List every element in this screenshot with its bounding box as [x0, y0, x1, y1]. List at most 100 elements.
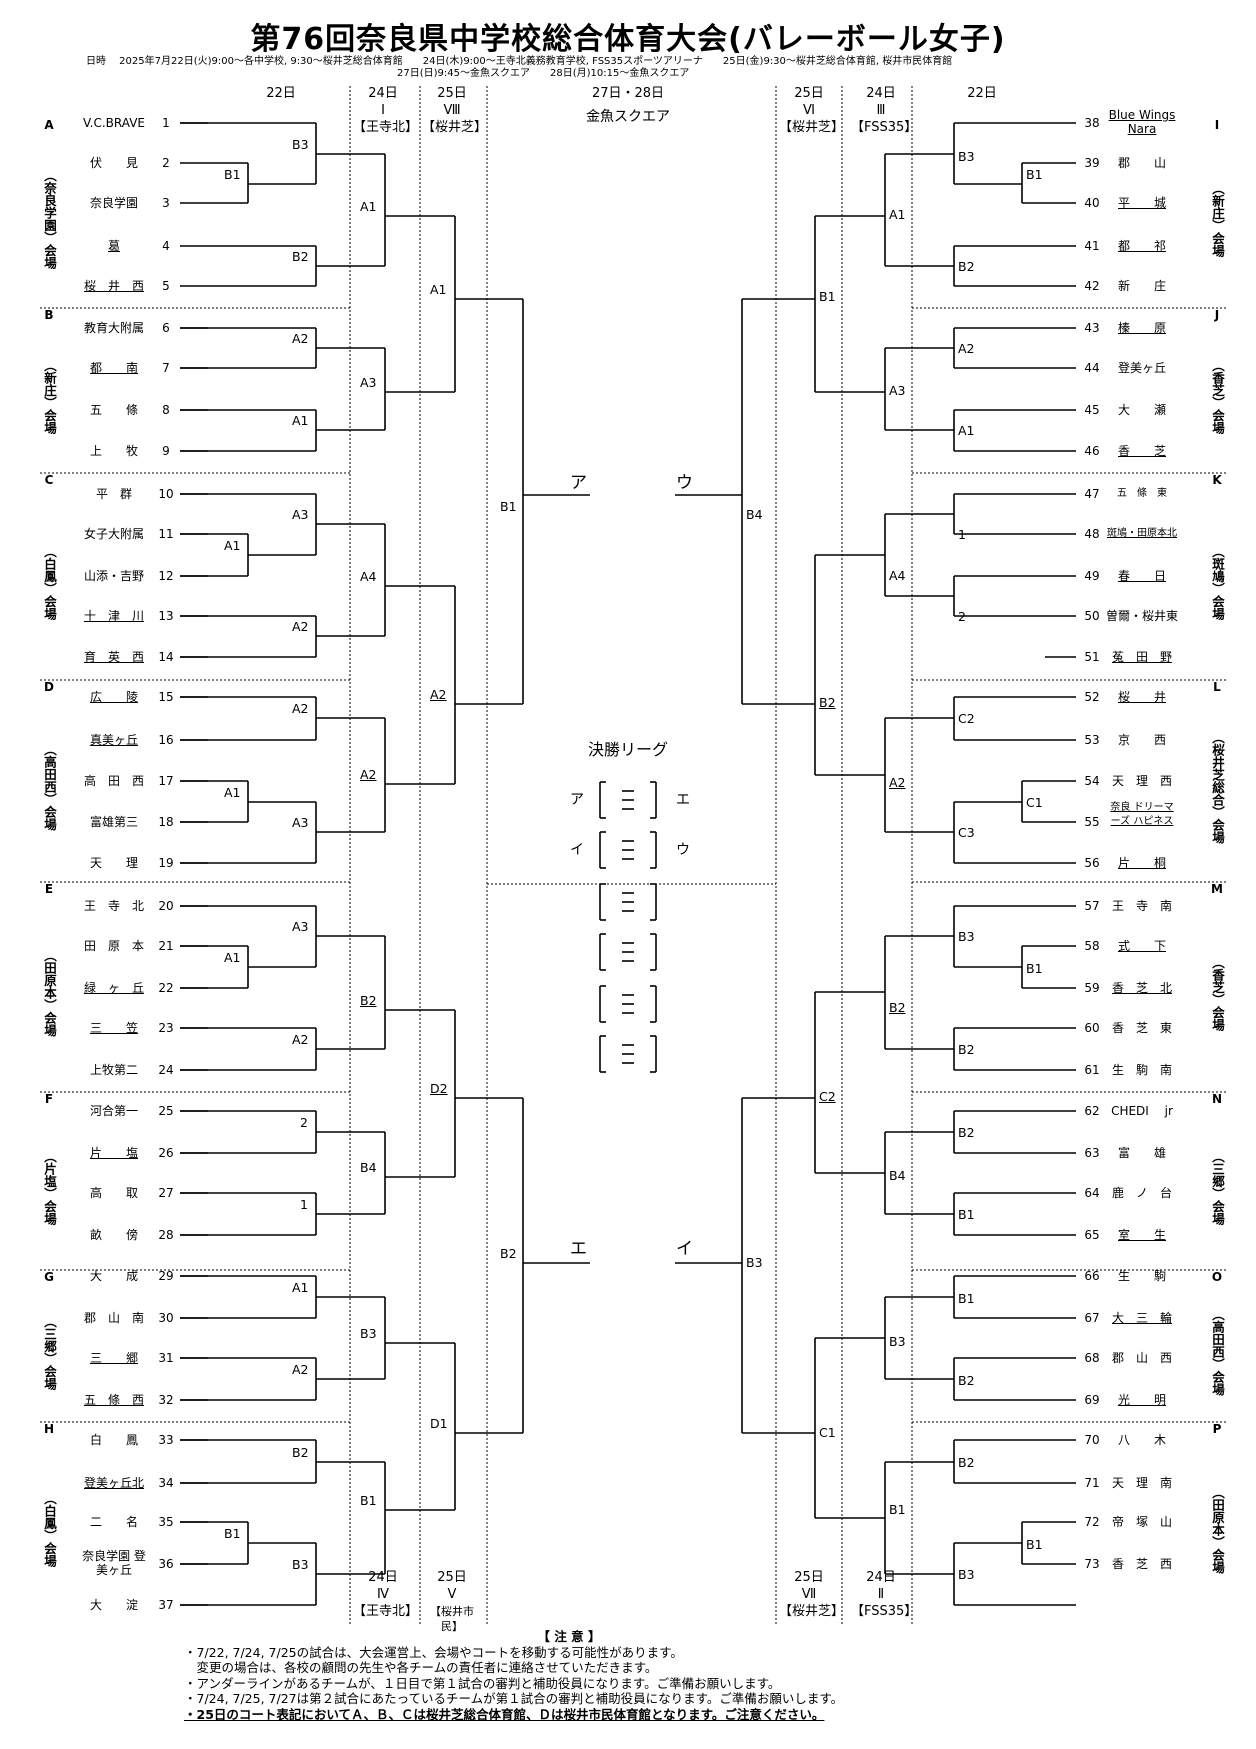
right-team-number: 65 — [1084, 1228, 1100, 1242]
right-slot: C1 — [1026, 795, 1043, 810]
footer-day-25-right: 25日 — [794, 1570, 824, 1585]
left-team-number: 21 — [158, 939, 174, 953]
left-team-name: 大 成 — [89, 1269, 138, 1283]
left-slot: A1 — [292, 1280, 309, 1295]
left-team-number: 25 — [158, 1104, 174, 1118]
footer-venue-4: 【王寺北】 — [353, 1604, 419, 1619]
right-slot: B3 — [889, 1334, 906, 1349]
left-slot: B2 — [500, 1246, 517, 1261]
left-team-name: 高 田 西 — [83, 774, 144, 788]
right-team-name: 大 三 輪 — [1111, 1311, 1172, 1325]
bracket-label-i: イ — [676, 1239, 693, 1259]
left-slot: A2 — [292, 331, 309, 346]
left-team-name: 桜 井 西 — [83, 279, 144, 293]
left-team-name: 緑 ヶ 丘 — [83, 981, 144, 995]
left-team-name: 山添・吉野 — [83, 569, 144, 583]
left-team-number: 29 — [158, 1269, 174, 1283]
header-venue-1: 【王寺北】 — [353, 120, 419, 135]
right-slot: 2 — [958, 609, 966, 624]
left-block-letter: A — [44, 118, 54, 132]
left-team-number: 36 — [158, 1557, 174, 1571]
note-line-2: 変更の場合は、各校の顧問の先生や各チームの責任者に連絡させていただきます。 — [184, 1660, 658, 1675]
right-team-name: 平 城 — [1117, 196, 1166, 210]
left-team-name: 葛 — [107, 239, 120, 253]
right-team-number: 49 — [1084, 569, 1100, 583]
right-team-number: 67 — [1084, 1311, 1100, 1325]
right-slot: C2 — [958, 711, 975, 726]
left-team-name: 三 郷 — [89, 1351, 138, 1365]
left-team-name: 三 笠 — [89, 1021, 138, 1035]
right-team-name: 王 寺 南 — [1111, 899, 1172, 913]
right-team-number: 62 — [1084, 1104, 1100, 1118]
right-team-number: 53 — [1084, 733, 1100, 747]
header-day-24-left: 24日 — [368, 86, 398, 101]
right-team-name: 春 日 — [1117, 569, 1166, 583]
right-block-venue: （新庄）会場 — [1210, 181, 1225, 257]
right-team-number: 43 — [1084, 321, 1100, 335]
left-team-name: 富雄第三 — [89, 815, 138, 829]
left-block-letter: B — [44, 308, 54, 322]
left-team-name: 天 理 — [89, 856, 138, 870]
right-team-name: 天 理 南 — [1111, 1476, 1172, 1490]
right-team-name: 富 雄 — [1117, 1146, 1166, 1160]
left-slot: A3 — [360, 375, 377, 390]
left-slot: A1 — [360, 199, 377, 214]
left-team-name: 都 南 — [89, 361, 138, 375]
header-day-24-right: 24日 — [866, 86, 896, 101]
right-team-number: 42 — [1084, 279, 1100, 293]
left-team-name: 平 群 — [95, 487, 132, 501]
left-slot: A2 — [292, 1362, 309, 1377]
footer-day-24-left: 24日 — [368, 1570, 398, 1585]
right-team-number: 51 — [1084, 650, 1100, 664]
left-slot: B1 — [224, 1526, 241, 1541]
right-slot: A4 — [889, 568, 906, 583]
right-slot: B1 — [1026, 1537, 1043, 1552]
left-slot: A1 — [224, 538, 241, 553]
right-team-name: 大 瀬 — [1117, 403, 1166, 417]
left-block-venue: （新庄）会場 — [42, 359, 57, 434]
left-slot: B2 — [292, 1445, 309, 1460]
notes-section: 【 注 意 】 ・7/22, 7/24, 7/25の試合は、大会運営上、会場やコ… — [184, 1629, 954, 1722]
left-team-number: 22 — [158, 981, 174, 995]
left-slot: 1 — [300, 1197, 308, 1212]
left-team-number: 11 — [158, 527, 174, 541]
left-slot: A2 — [430, 687, 447, 702]
right-team-name: 新 庄 — [1117, 279, 1166, 293]
left-block-letter: F — [44, 1092, 54, 1106]
right-slot: A1 — [889, 207, 906, 222]
right-slot: B3 — [958, 149, 975, 164]
right-team-name: 式 下 — [1117, 939, 1166, 953]
footer-day-24-right: 24日 — [866, 1570, 896, 1585]
right-team-name: 八 木 — [1117, 1433, 1166, 1447]
left-slot: A1 — [224, 950, 241, 965]
left-slot: D1 — [430, 1416, 448, 1431]
left-team-name: 片 塩 — [89, 1146, 138, 1160]
right-team-name: 帝 塚 山 — [1111, 1515, 1172, 1529]
left-team-number: 8 — [162, 403, 170, 417]
right-team-number: 64 — [1084, 1186, 1100, 1200]
right-block-venue: （桜井芝総合）会場 — [1210, 730, 1225, 844]
right-team-name: 郡 山 — [1117, 156, 1166, 170]
left-team-number: 27 — [158, 1186, 174, 1200]
left-team-name: 五 條 西 — [83, 1393, 144, 1407]
footer-venue-7: 【桜井芝】 — [779, 1604, 845, 1619]
right-team-number: 72 — [1084, 1515, 1100, 1529]
header-final-days: 27日・28日 — [591, 86, 665, 101]
header-venue-8: 【桜井芝】 — [422, 120, 488, 135]
left-team-number: 15 — [158, 690, 174, 704]
right-team-name: Blue Wings Nara — [1108, 108, 1176, 136]
left-team-name: 教育大附属 — [83, 321, 144, 335]
left-team-number: 30 — [158, 1311, 174, 1325]
right-team-name: 京 西 — [1117, 733, 1166, 747]
left-team-number: 34 — [158, 1476, 174, 1490]
left-team-number: 33 — [158, 1433, 174, 1447]
header-court-6: Ⅵ — [803, 103, 815, 118]
left-team-number: 17 — [158, 774, 174, 788]
right-team-number: 39 — [1084, 156, 1100, 170]
league-left-team: イ — [570, 842, 584, 858]
left-slot: B2 — [292, 249, 309, 264]
right-block-letter: O — [1211, 1270, 1223, 1284]
left-team-name: 大 淀 — [89, 1598, 138, 1612]
left-team-number: 20 — [158, 899, 174, 913]
left-team-number: 5 — [162, 279, 170, 293]
